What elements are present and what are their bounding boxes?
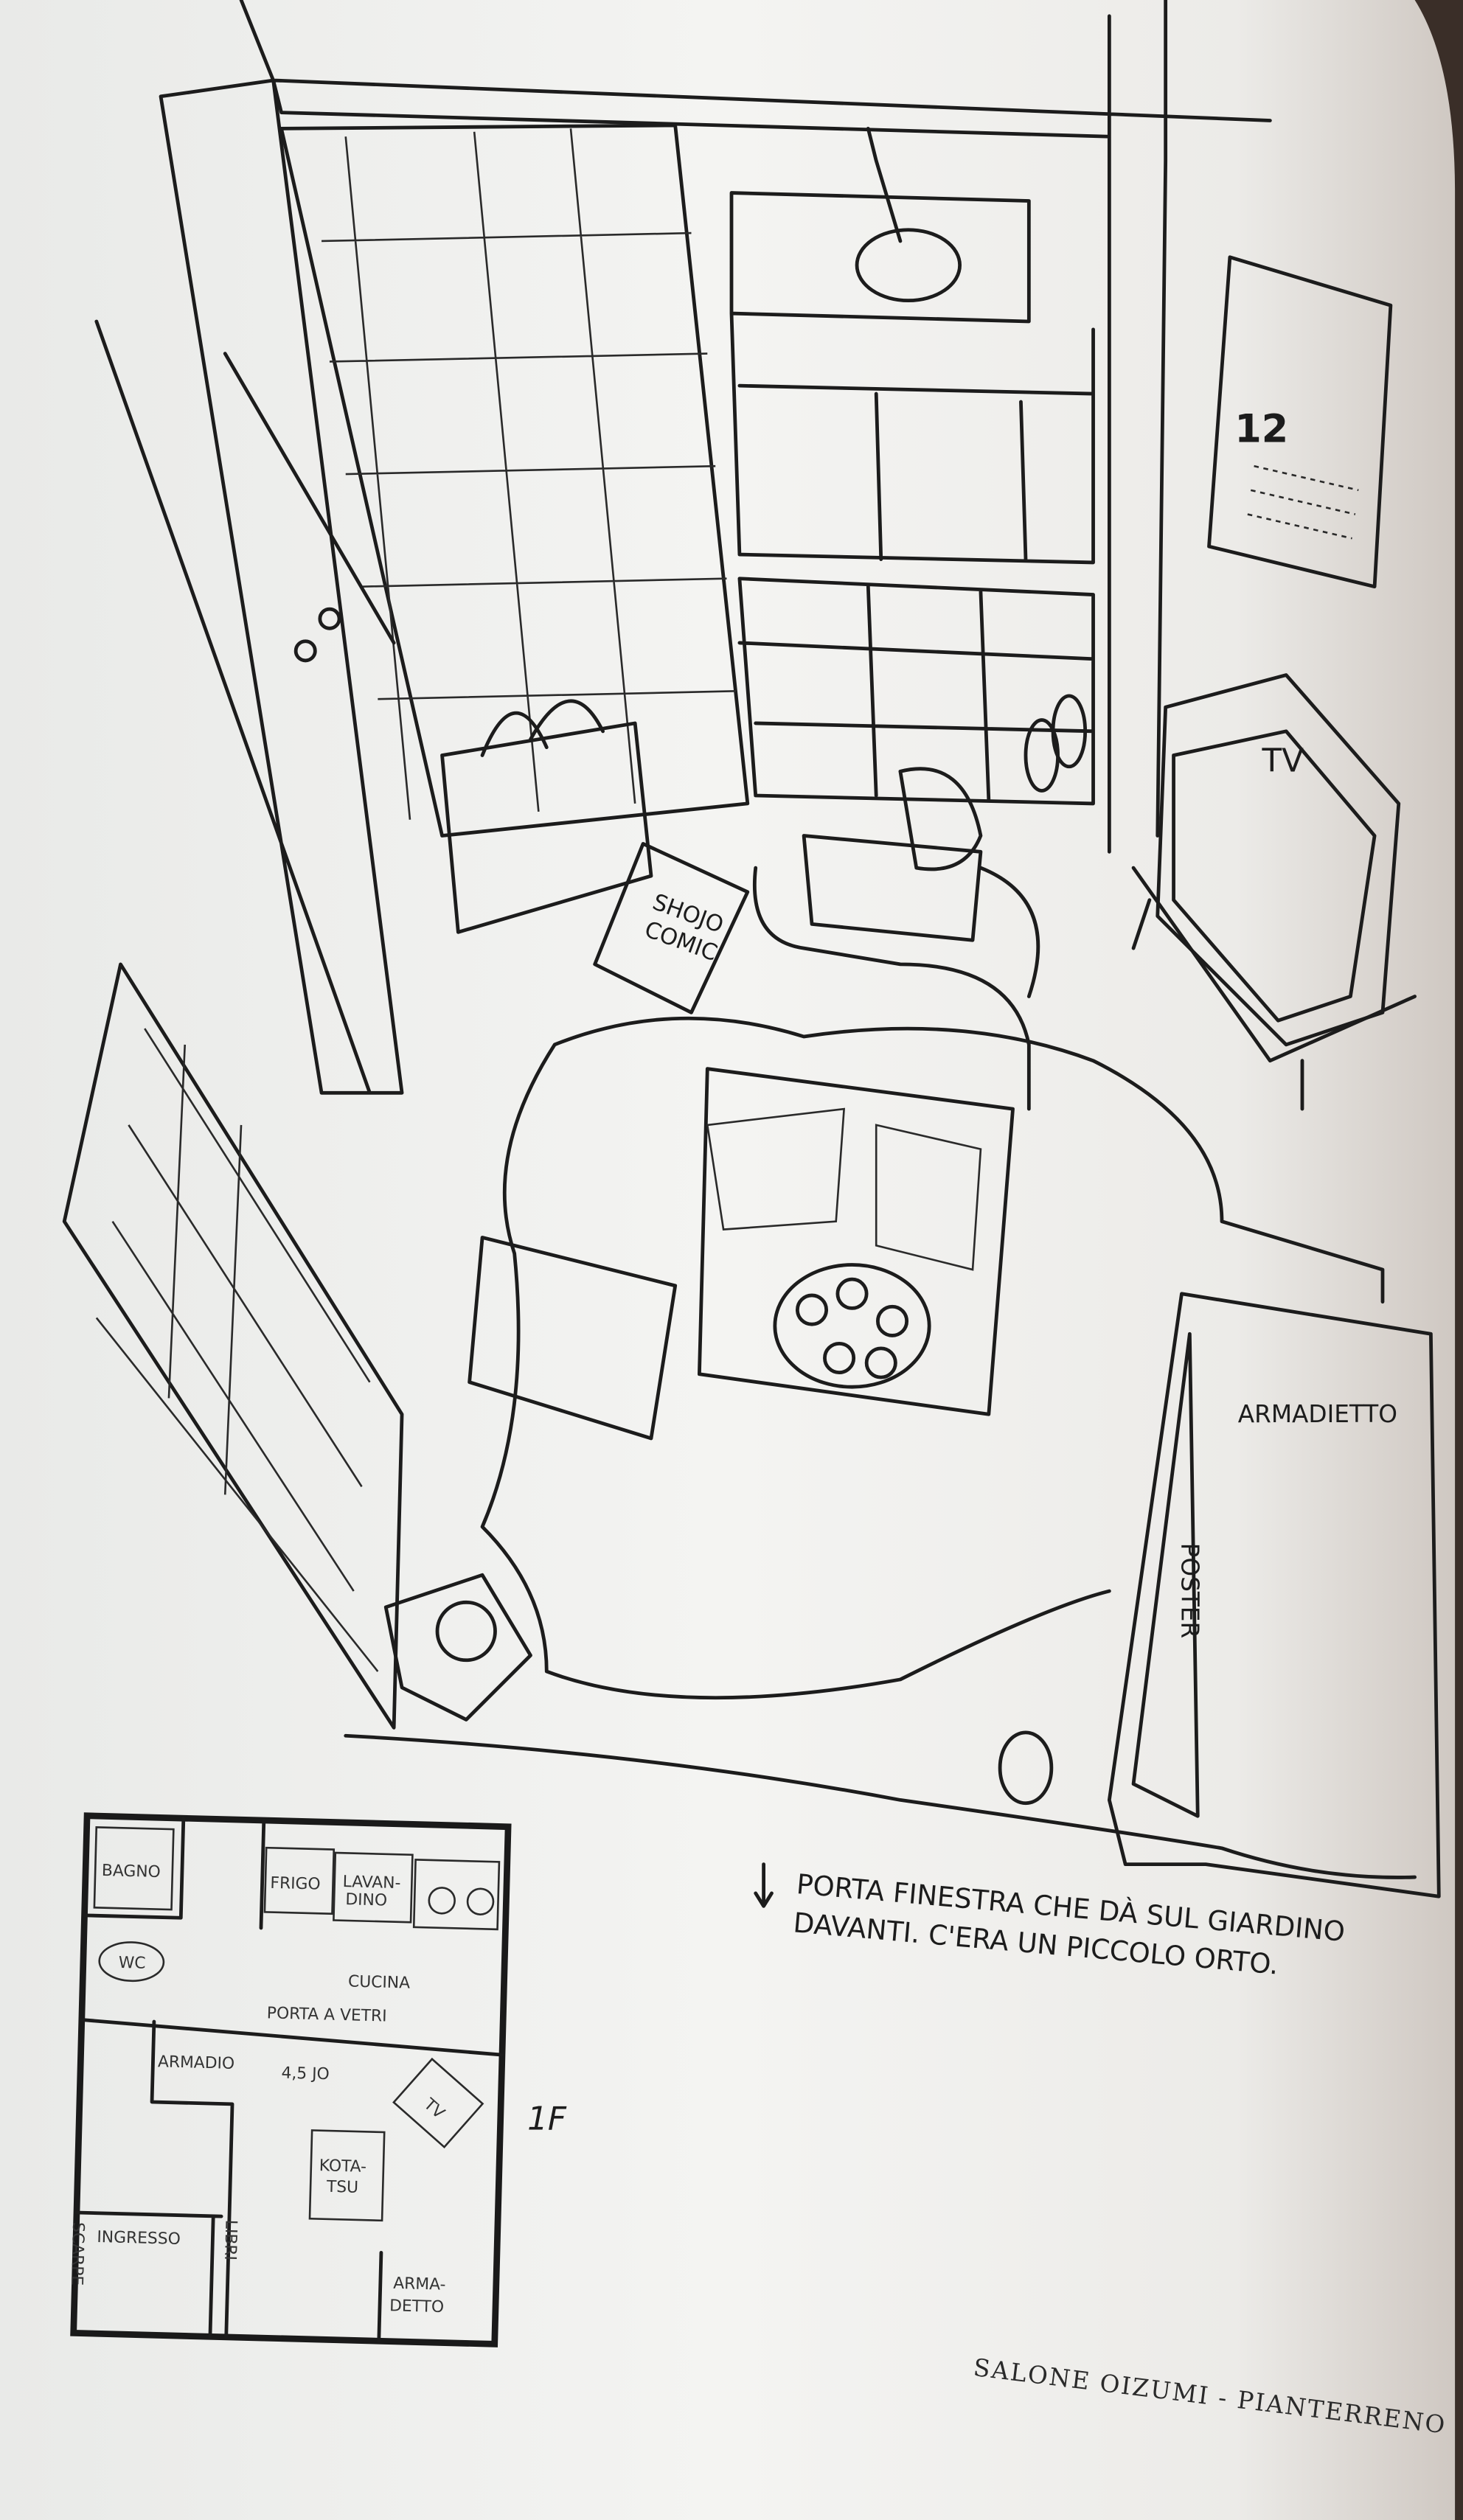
crt-television: TV	[1131, 673, 1417, 1111]
lavandino-2-label: DINO	[345, 1890, 387, 1910]
wc-label: WC	[118, 1954, 145, 1973]
kotatsu-1-label: KOTA-	[319, 2157, 366, 2176]
ingresso-label: INGRESSO	[97, 2228, 181, 2249]
tv-label: TV	[1261, 742, 1304, 779]
kotatsu-table	[480, 1016, 1385, 1700]
porta-a-vetri-label: PORTA A VETRI	[267, 2004, 387, 2025]
poster-label: POSTER	[1175, 1543, 1203, 1639]
arrow-down-icon	[754, 1862, 774, 1908]
kotatsu-2-label: TSU	[326, 2178, 359, 2197]
entrance-door	[94, 78, 404, 1095]
shopping-bag	[440, 699, 653, 934]
armadetto-1-label: ARMA-	[393, 2274, 446, 2294]
libri-label: LIBRI	[220, 2219, 240, 2260]
kitchen-sink-cabinet	[729, 126, 1095, 806]
rotary-telephone	[383, 1573, 532, 1722]
bagno-label: BAGNO	[102, 1862, 161, 1882]
toilet-paper-roll	[998, 1730, 1054, 1806]
glass-sliding-door	[279, 123, 750, 838]
armadio-label: ARMADIO	[158, 2053, 235, 2073]
wall-calendar: 12	[1207, 255, 1393, 589]
floor-label: 1F	[527, 2100, 567, 2137]
door-knob-icon	[318, 607, 341, 630]
lavandino-1-label: LAVAN-	[342, 1873, 400, 1893]
floor-plan: BAGNO FRIGO LAVAN- DINO WC CUCINA PORTA …	[67, 1812, 512, 2347]
calendar-month: 12	[1234, 406, 1288, 451]
plate-of-mandarins	[773, 1263, 931, 1389]
floor-edge	[344, 1733, 1417, 1879]
size-label: 4,5 JO	[281, 2064, 330, 2084]
wardrobe-label: ARMADIETTO	[1238, 1400, 1397, 1428]
girl-reading-book	[753, 767, 1040, 1111]
cucina-label: CUCINA	[348, 1972, 411, 1992]
armadetto-2-label: DETTO	[389, 2297, 445, 2317]
frigo-label: FRIGO	[270, 1874, 321, 1894]
scarpe-label: SCARPE	[67, 2222, 87, 2286]
poster	[1131, 1332, 1200, 1818]
wardrobe: ARMADIETTO POSTER	[1107, 1292, 1441, 1898]
room-illustration: 12 TV SHOJO COMIC	[62, 0, 1441, 1898]
kitchen-tiles	[737, 577, 1095, 806]
sink-basin	[855, 228, 962, 303]
bookshelf	[62, 962, 404, 1730]
sketchbook	[468, 1236, 678, 1441]
